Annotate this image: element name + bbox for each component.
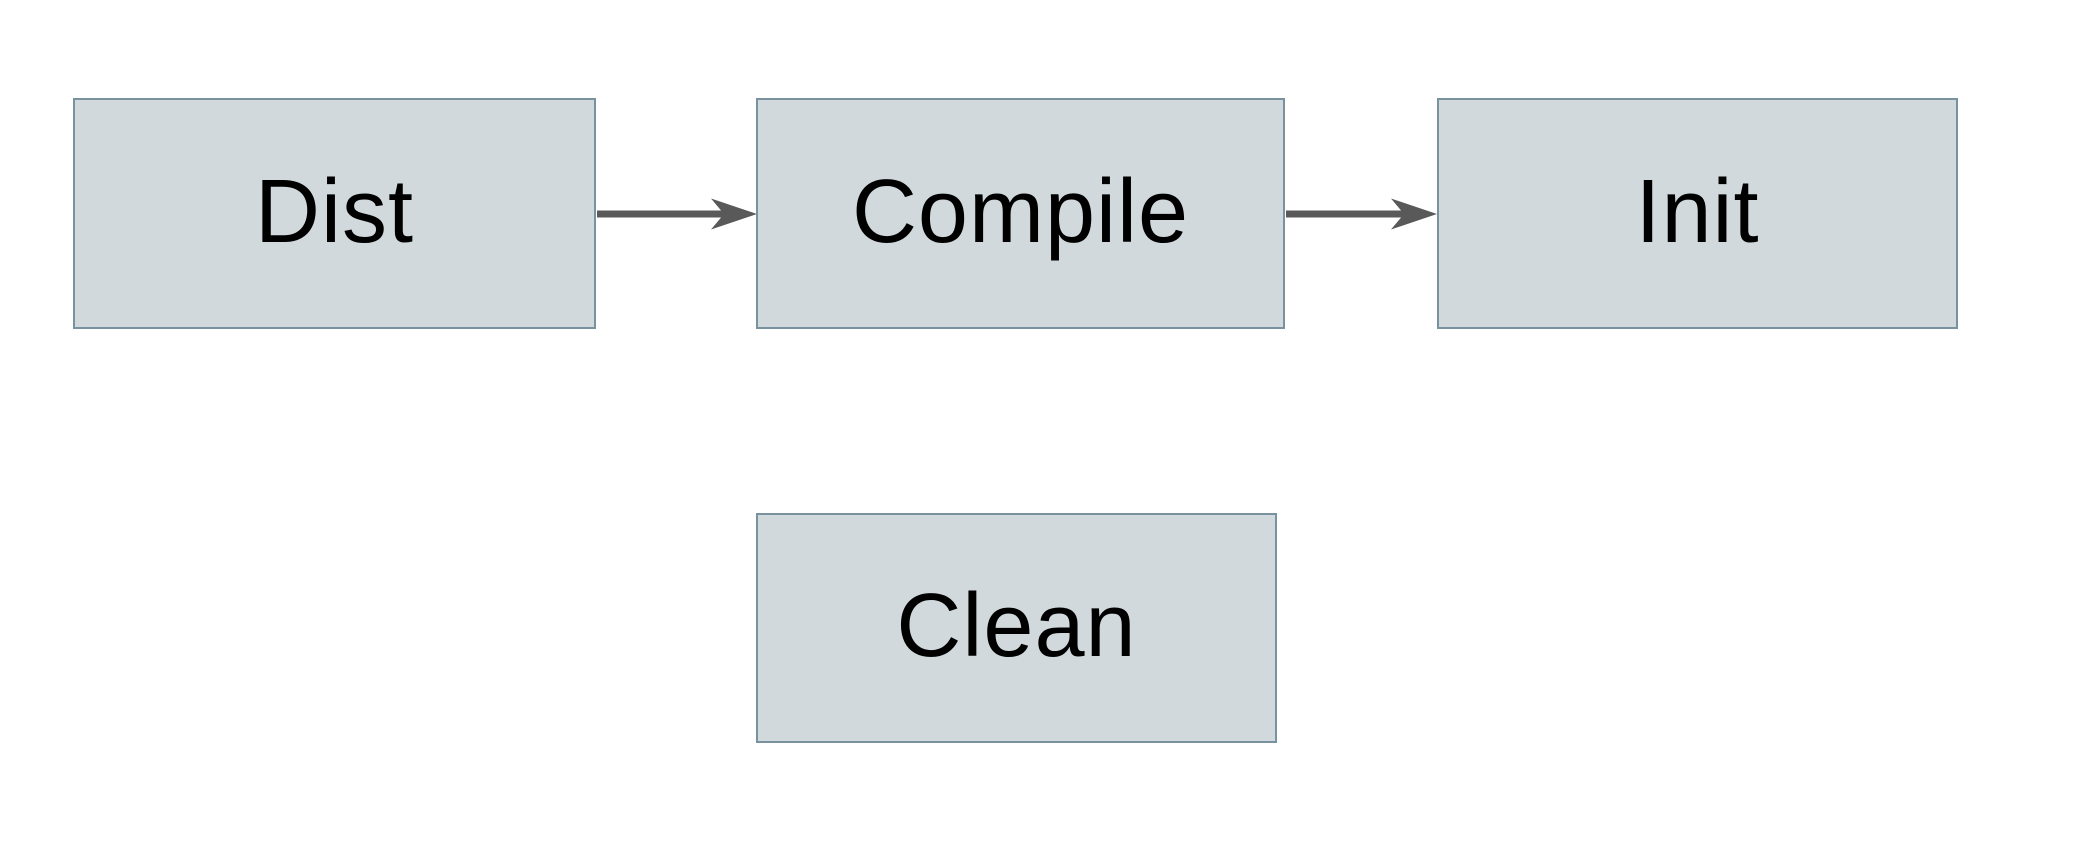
node-dist-label: Dist [255,161,414,262]
node-compile-label: Compile [851,161,1190,262]
arrow-head-icon [711,198,757,230]
node-init: Init [1437,98,1958,329]
arrow-compile-to-init [1286,198,1437,230]
node-clean: Clean [756,513,1277,743]
node-compile: Compile [756,98,1285,329]
arrow-dist-to-compile [597,198,757,230]
node-clean-label: Clean [896,576,1137,676]
node-init-label: Init [1635,161,1760,262]
arrow-head-icon [1391,198,1437,230]
node-dist: Dist [73,98,596,329]
